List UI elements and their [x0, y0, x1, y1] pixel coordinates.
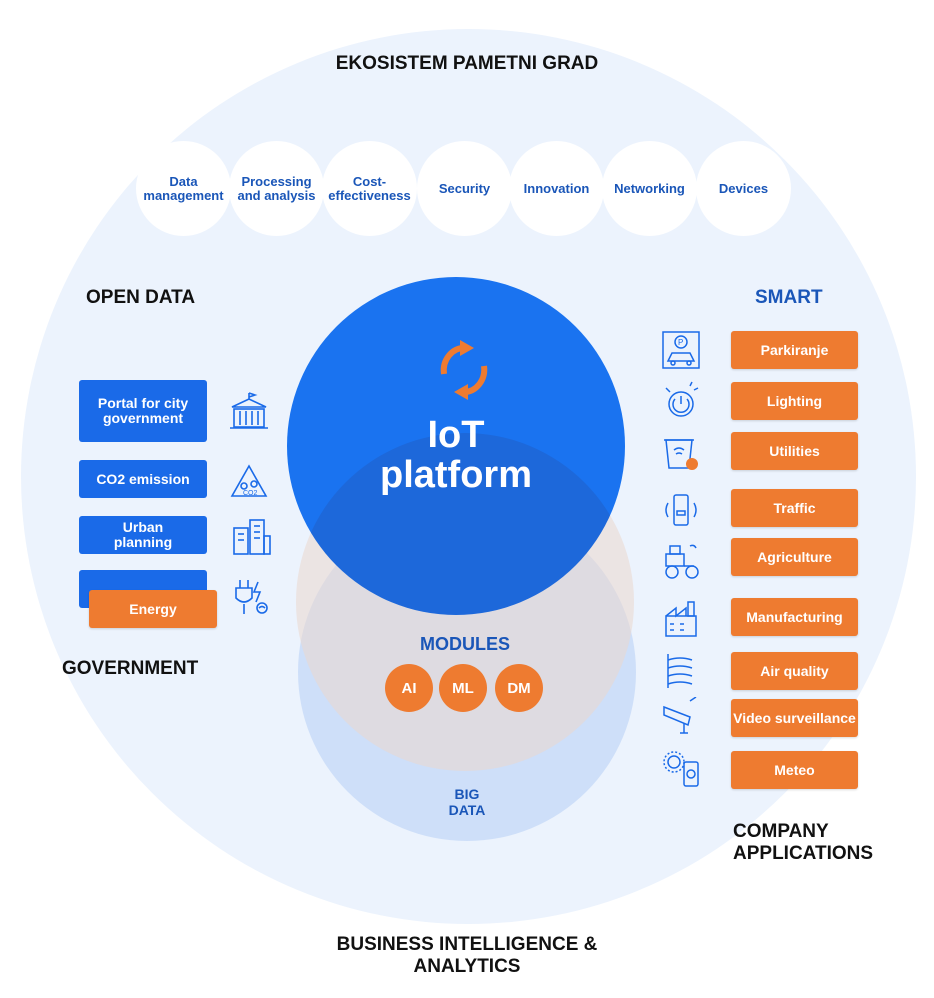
business-intelligence-title: BUSINESS INTELLIGENCE & ANALYTICS — [336, 934, 598, 977]
factory-icon — [665, 601, 697, 637]
co2-icon: CO2 — [230, 464, 268, 497]
module-dm: DM — [495, 664, 543, 712]
energy-button[interactable]: Energy — [89, 590, 217, 628]
pillar-devices: Devices — [696, 141, 791, 236]
big-data-label: BIG DATA — [448, 786, 486, 818]
company-applications-label: COMPANY APPLICATIONS — [733, 821, 874, 864]
svg-text:P: P — [678, 338, 683, 347]
iot-platform-circle — [287, 277, 625, 615]
app-air-quality-button[interactable]: Air quality — [731, 652, 858, 690]
app-video-surveillance-button[interactable]: Video surveillance — [731, 699, 858, 737]
city-hall-icon — [230, 392, 268, 429]
app-traffic-button[interactable]: Traffic — [731, 489, 858, 527]
open-data-label: OPEN DATA — [86, 287, 196, 308]
smart-label: SMART — [755, 287, 823, 308]
pillar-networking: Networking — [602, 141, 697, 236]
lightbulb-icon — [665, 381, 699, 417]
parking-icon: P — [662, 331, 700, 369]
pillar-security: Security — [417, 141, 512, 236]
government-label: GOVERNMENT — [62, 658, 199, 679]
sync-arrows-icon — [440, 340, 488, 400]
module-ai: AI — [385, 664, 433, 712]
weather-icon — [663, 751, 699, 787]
pillar-cost-effectiveness: Cost-effectiveness — [322, 141, 417, 236]
app-agriculture-button[interactable]: Agriculture — [731, 538, 858, 576]
app-meteo-button[interactable]: Meteo — [731, 751, 858, 789]
iot-platform-title: IoT platform — [380, 414, 532, 496]
app-lighting-button[interactable]: Lighting — [731, 382, 858, 420]
modules-label: MODULES — [420, 634, 510, 654]
ecosystem-title: EKOSISTEM PAMETNI GRAD — [335, 53, 599, 74]
plug-icon — [235, 580, 268, 614]
pillar-innovation: Innovation — [509, 141, 604, 236]
tractor-icon — [665, 544, 699, 579]
module-ml: ML — [439, 664, 487, 712]
camera-icon — [663, 697, 697, 734]
app-manufacturing-button[interactable]: Manufacturing — [731, 598, 858, 636]
bin-icon — [664, 439, 698, 470]
app-utilities-button[interactable]: Utilities — [731, 432, 858, 470]
car-phone-icon — [665, 494, 697, 526]
air-icon — [667, 654, 693, 688]
svg-text:CO2: CO2 — [243, 490, 258, 497]
co2-emission-button[interactable]: CO2 emission — [79, 460, 207, 498]
app-parkiranje-button[interactable]: Parkiranje — [731, 331, 858, 369]
buildings-icon — [233, 519, 271, 555]
